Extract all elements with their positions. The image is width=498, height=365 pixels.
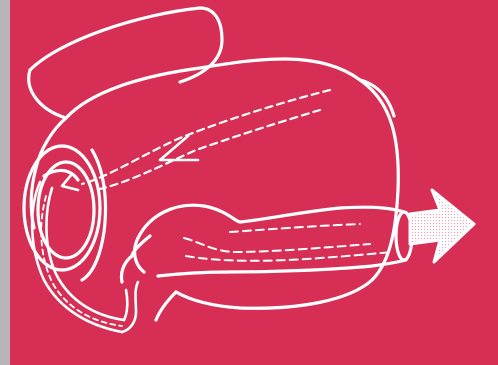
outlet-flow-dashes <box>184 224 392 261</box>
upper-flap <box>29 8 222 118</box>
outflow-arrow <box>410 190 474 262</box>
inlet-arrowhead <box>62 136 198 190</box>
inlet-flow-arrow <box>82 90 330 190</box>
outlet-pipe <box>135 205 412 276</box>
